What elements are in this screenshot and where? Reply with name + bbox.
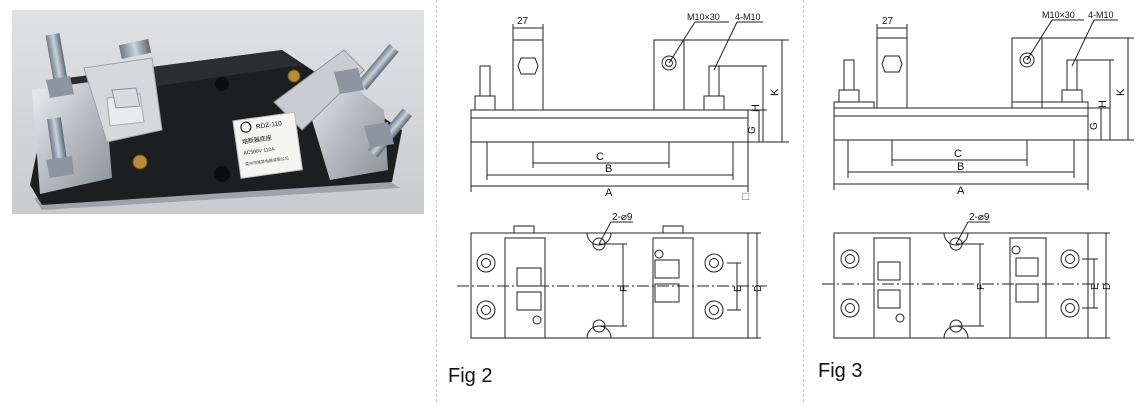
fig2-dim-b: B xyxy=(605,163,612,175)
fig3-dim-bolt: M10×30 xyxy=(1042,10,1075,20)
fig3-dim-f: F xyxy=(976,284,987,290)
brass-screw-left xyxy=(132,154,148,170)
fig2-dim-h: H xyxy=(750,104,762,112)
fig2-dim-holes: 2-⌀9 xyxy=(612,212,633,223)
fig3-left-plate xyxy=(876,37,908,109)
panel-divider xyxy=(436,0,437,402)
base-shadow xyxy=(34,180,400,210)
fig3-dim-e: E xyxy=(1090,283,1101,290)
fig2-left-stud xyxy=(479,65,491,97)
fig3-dim-h: H xyxy=(1097,100,1109,108)
fig3-right-plate xyxy=(1011,37,1043,109)
fig3-dim-b: B xyxy=(957,161,964,173)
fig2-dim-bolt: M10×30 xyxy=(687,12,720,22)
fig2-drawing: 27 M10×30 4-M10 K H G C B A □ 2-⌀9 F E D xyxy=(457,12,789,339)
product-photo-panel: RDZ-110 熔断器底座 AC500V 110A 温州市某某电器有限公司 xyxy=(0,0,436,402)
right-top-stud xyxy=(334,43,399,94)
fig2-dim-27: 27 xyxy=(517,16,529,27)
right-bottom-stud xyxy=(364,108,412,158)
left-bottom-stud xyxy=(46,117,74,178)
center-hex-bolt xyxy=(111,87,141,109)
fig3-caption: Fig 3 xyxy=(818,360,863,382)
fig2-right-stud xyxy=(708,65,720,97)
fig3-dim-studs: 4-M10 xyxy=(1088,10,1114,20)
top-bolt xyxy=(118,39,152,59)
fig3-dim-d: D xyxy=(1102,283,1113,290)
fig3-dim-holes: 2-⌀9 xyxy=(969,212,990,223)
fig2-dim-a: A xyxy=(605,187,613,199)
fig3-plan-body xyxy=(833,232,1089,339)
fig2-dim-d: D xyxy=(753,285,764,292)
fig3-left-stud xyxy=(843,59,855,91)
fig2-dim-e: E xyxy=(733,285,744,292)
product-label: RDZ-110 熔断器底座 AC500V 110A 温州市某某电器有限公司 xyxy=(232,111,303,179)
fig2-right-plate xyxy=(653,39,685,111)
fig3-drawing: 27 M10×30 4-M10 K H G C B A 2-⌀9 F E D xyxy=(822,10,1134,339)
label-model: RDZ-110 xyxy=(256,120,283,131)
fig3-dim-k: K xyxy=(1115,88,1127,96)
fig2-dim-studs: 4-M10 xyxy=(735,12,761,22)
fig2-dim-k: K xyxy=(769,88,781,96)
fig2-checkbox[interactable]: □ xyxy=(742,189,749,203)
fig2-dim-f: F xyxy=(619,286,630,292)
left-top-stud xyxy=(45,33,74,98)
fig2-dim-g: G xyxy=(747,126,758,134)
fig3-panel: 27 M10×30 4-M10 K H G C B A 2-⌀9 F E D F… xyxy=(804,0,1144,402)
fig2-dim-c: C xyxy=(596,151,604,163)
fuse-base-illustration: RDZ-110 熔断器底座 AC500V 110A 温州市某某电器有限公司 xyxy=(12,10,424,214)
panel-divider-2 xyxy=(803,0,804,402)
fig3-dim-a: A xyxy=(957,185,965,197)
fig2-left-plate xyxy=(512,39,544,111)
fig2-panel: 27 M10×30 4-M10 K H G C B A □ 2-⌀9 F E D… xyxy=(437,0,803,402)
fig3-dim-c: C xyxy=(954,148,962,160)
fig3-side-base xyxy=(833,107,1089,141)
fuse-base-photo: RDZ-110 熔断器底座 AC500V 110A 温州市某某电器有限公司 xyxy=(12,10,424,214)
fig3-right-stud xyxy=(1066,59,1078,91)
fig2-side-base xyxy=(470,109,749,143)
fig3-dim-g: G xyxy=(1089,122,1100,130)
brass-screw-right xyxy=(287,69,301,83)
fig2-caption: Fig 2 xyxy=(448,365,493,387)
label-line-3: AC500V 110A xyxy=(243,146,276,156)
fig3-dim-27: 27 xyxy=(882,16,894,27)
